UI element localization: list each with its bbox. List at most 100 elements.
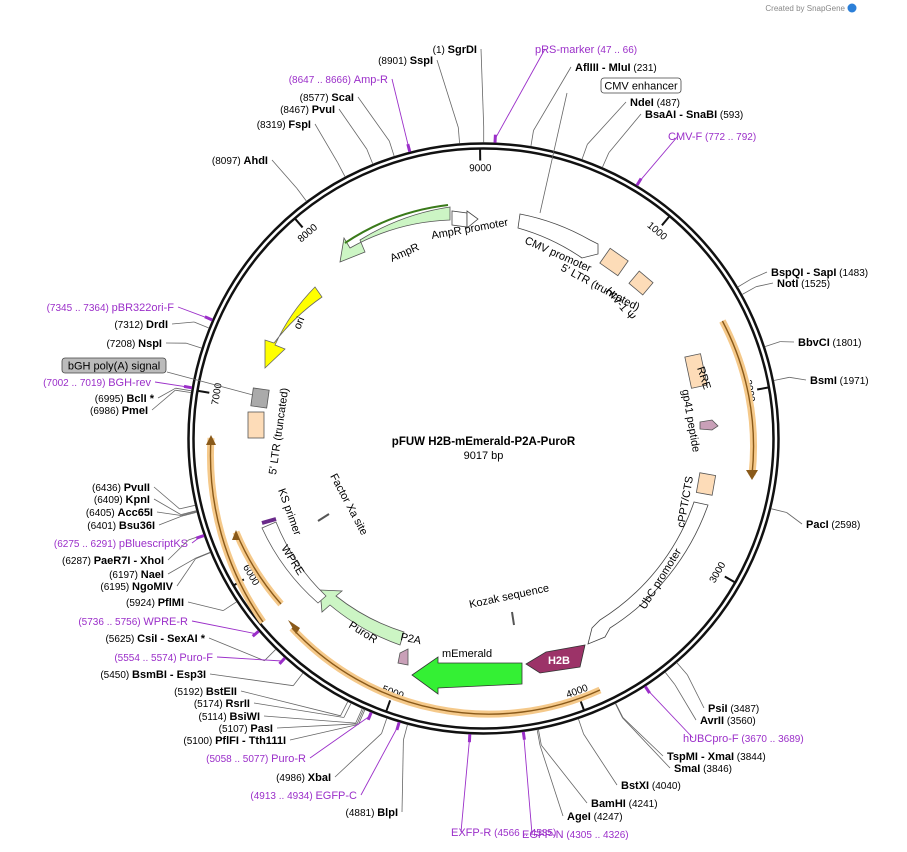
primer-hubcpro-f[interactable]: hUBCpro-F (3670 .. 3689) [643,685,804,745]
primer-cmv-f[interactable]: CMV-F (772 .. 792) [635,131,756,187]
site-bsiwi[interactable]: (5114) BsiWI [198,711,260,723]
site-bamhi[interactable]: BamHI (4241) [591,798,658,810]
site-bcli[interactable]: (6995) BclI * [95,393,155,405]
site-ahdi[interactable]: (8097) AhdI [212,155,268,167]
primer-label: pRS-marker (47 .. 66) [535,44,637,56]
site-scai[interactable]: (8577) ScaI [300,92,354,104]
primer-amp-r[interactable]: (8647 .. 8666) Amp-R [289,74,412,153]
site-leader [209,673,294,687]
site-leader [157,387,176,399]
primer-leader [391,78,410,149]
site-afliii[interactable]: AflIII - MluI (231) [575,62,657,74]
site-label: (6995) BclI * [95,393,155,405]
site-avrii[interactable]: AvrII (3560) [700,715,756,727]
primer-exfp-r[interactable]: EXFP-R (4566 .. 4585) [451,734,556,839]
site-sspi[interactable]: (8901) SspI [378,55,433,67]
site-label: (5100) PflFI - Tth111I [183,735,286,747]
ubc-promoter-feature [587,501,709,645]
primer-puro-r[interactable]: (5058 .. 5077) Puro-R [206,711,373,765]
site-pasi[interactable]: (5107) PasI [219,723,273,735]
memerald-label: mEmerald [442,648,492,660]
site-label: BspQI - SapI (1483) [771,267,868,279]
site-blpi[interactable]: (4881) BlpI [346,807,398,819]
site-bsaai[interactable]: BsaAI - SnaBI (593) [645,109,743,121]
site-leader [770,508,787,513]
site-leader [240,690,341,717]
site-label: (5174) RsrII [194,698,250,710]
site-pflfi[interactable]: (5100) PflFI - Tth111I [183,735,286,747]
site-bsmbi[interactable]: (5450) BsmBI - Esp3I [100,669,206,681]
tick-mark [197,389,210,394]
site-leader [175,387,192,392]
primer-pbluescriptks[interactable]: (6275 .. 6291) pBluescriptKS [54,534,205,550]
site-leader [676,662,688,675]
site-tspmi[interactable]: TspMI - XmaI (3844) [667,751,766,763]
site-ngomiv[interactable]: (6195) NgoMIV [100,581,173,593]
kozak-mark [511,611,515,626]
site-bsteii[interactable]: (5192) BstEII [174,686,237,698]
primer-label: CMV-F (772 .. 792) [668,131,756,143]
ltr3-block [247,411,265,439]
tick-label: 1000 [645,220,669,243]
site-nspi[interactable]: (7208) NspI [106,338,162,350]
site-label: (8901) SspI [378,55,433,67]
site-pvuii[interactable]: (6436) PvuII [92,482,150,494]
primer-wpre-r[interactable]: (5736 .. 5756) WPRE-R [78,616,260,638]
cmv-promoter-feature [517,213,599,259]
primer-pbr322ori-f[interactable]: (7345 .. 7364) pBR322ori-F [47,302,213,322]
site-leader [271,159,298,189]
site-fspi[interactable]: (8319) FspI [257,119,311,131]
site-rsrii[interactable]: (5174) RsrII [194,698,250,710]
site-pflmi[interactable]: (5924) PflMI [126,597,184,609]
site-ndei[interactable]: NdeI (487) [630,97,680,109]
site-noti[interactable]: NotI (1525) [777,278,830,290]
site-leader [195,552,211,560]
site-leader [334,733,382,778]
site-sgrdi[interactable]: (1) SgrDI [433,44,477,56]
primer-egfp-n[interactable]: EGFP-N (4305 .. 4326) [521,731,629,841]
primer-leader [216,656,283,662]
site-psii[interactable]: PsiI (3487) [708,703,759,715]
site-paci[interactable]: PacI (2598) [806,519,860,531]
site-xbai[interactable]: (4986) XbaI [276,772,331,784]
site-bsu36i[interactable]: (6401) Bsu36I [87,520,155,532]
site-bsmi[interactable]: BsmI (1971) [810,375,869,387]
primer-prs-marker[interactable]: pRS-marker (47 .. 66) [493,44,637,143]
primer-mark [395,721,401,731]
site-leader [167,539,189,561]
cmv-enhancer-leader [539,92,568,214]
site-drdi[interactable]: (7312) DrdI [114,319,168,331]
site-pmei[interactable]: (6986) PmeI [90,405,148,417]
site-bspqi[interactable]: BspQI - SapI (1483) [771,267,868,279]
site-naei[interactable]: (6197) NaeI [109,569,164,581]
ks-primer-mark [261,517,277,525]
site-pvui[interactable]: (8467) PvuI [280,104,335,116]
site-bstxi[interactable]: BstXI (4040) [621,780,681,792]
site-label: BamHI (4241) [591,798,658,810]
orf-arc-left-line [209,437,264,623]
site-agei[interactable]: AgeI (4247) [567,811,623,823]
ori-label: ori [292,315,308,331]
site-label: (6195) NgoMIV [100,581,173,593]
map-title: pFUW H2B-mEmerald-P2A-PuroR [392,436,576,448]
primer-label: (7002 .. 7019) BGH-rev [43,377,151,389]
bgh-block [250,387,270,409]
site-leader [381,718,388,734]
primer-egfp-c[interactable]: (4913 .. 4934) EGFP-C [250,721,401,802]
ampr-highlight [344,204,449,244]
site-smai[interactable]: SmaI (3846) [674,763,732,775]
wpre-feature [261,521,327,604]
primer-puro-f[interactable]: (5554 .. 5574) Puro-F [114,652,287,665]
primer-bgh-rev[interactable]: (7002 .. 7019) BGH-rev [43,377,193,390]
site-acc65i[interactable]: (6405) Acc65I [86,507,153,519]
site-csii[interactable]: (5625) CsiI - SexAI * [105,633,205,645]
site-paer7i[interactable]: (6287) PaeR7I - XhoI [62,555,164,567]
site-leader [608,113,642,154]
site-label: NdeI (487) [630,97,680,109]
primer-mark [643,685,651,694]
tick-mark [661,215,671,226]
site-bbvci[interactable]: BbvCI (1801) [798,337,861,349]
tick-label: 9000 [469,163,492,174]
site-kpni[interactable]: (6409) KpnI [94,494,150,506]
site-leader [764,341,781,347]
